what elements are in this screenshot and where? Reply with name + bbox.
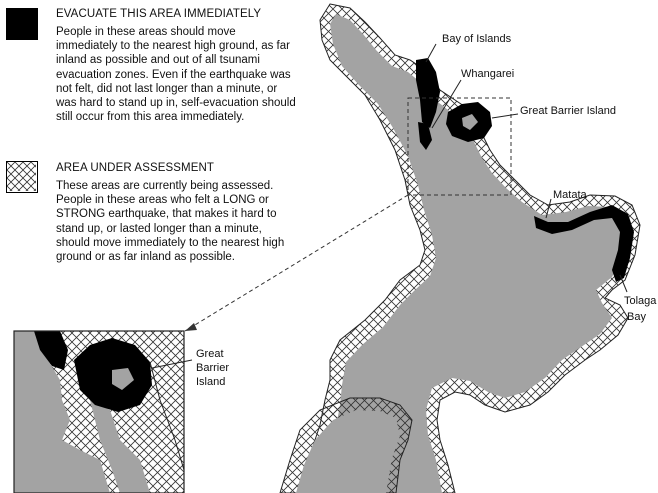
inset-source-box xyxy=(407,97,512,196)
bay-of-islands-leader xyxy=(425,43,437,63)
matata-tolaga-evacuate-zone xyxy=(534,205,634,282)
label-tolaga-1: Tolaga xyxy=(624,295,657,307)
label-great-barrier-island: Great Barrier Island xyxy=(520,105,616,117)
inset-pointer-line xyxy=(184,194,409,332)
north-island-land xyxy=(318,14,628,493)
label-matata: Matata xyxy=(553,189,588,201)
south-region-land xyxy=(296,410,400,493)
gbi-leader xyxy=(491,113,519,119)
label-inset-gbi-1: Great xyxy=(196,348,224,360)
bay-of-islands-evacuate-zone xyxy=(416,58,440,128)
inset-gbi-leader xyxy=(151,359,193,369)
assessment-legend-text: These areas are currently being assessed… xyxy=(56,180,285,264)
label-inset-gbi-3: Island xyxy=(196,376,225,388)
whangarei-evacuate-zone xyxy=(418,122,432,150)
inset-frame xyxy=(13,330,185,493)
gbi-land-patch xyxy=(462,114,478,130)
inset-pointer-arrowhead xyxy=(185,323,197,331)
inset-map xyxy=(14,331,184,493)
label-tolaga-2: Bay xyxy=(627,311,646,323)
tolaga-leader xyxy=(619,274,628,293)
evacuate-legend-text: People in these areas should move immedi… xyxy=(56,26,296,124)
label-bay-of-islands: Bay of Islands xyxy=(442,33,512,45)
assessment-legend-swatch xyxy=(6,161,38,193)
whangarei-leader xyxy=(431,79,462,129)
evacuate-legend-swatch xyxy=(6,8,38,40)
matata-leader xyxy=(545,198,552,219)
label-whangarei: Whangarei xyxy=(461,68,514,80)
evacuate-legend-title: EVACUATE THIS AREA IMMEDIATELY xyxy=(56,8,262,20)
assessment-legend-title: AREA UNDER ASSESSMENT xyxy=(56,162,215,174)
label-inset-gbi-2: Barrier xyxy=(196,362,229,374)
